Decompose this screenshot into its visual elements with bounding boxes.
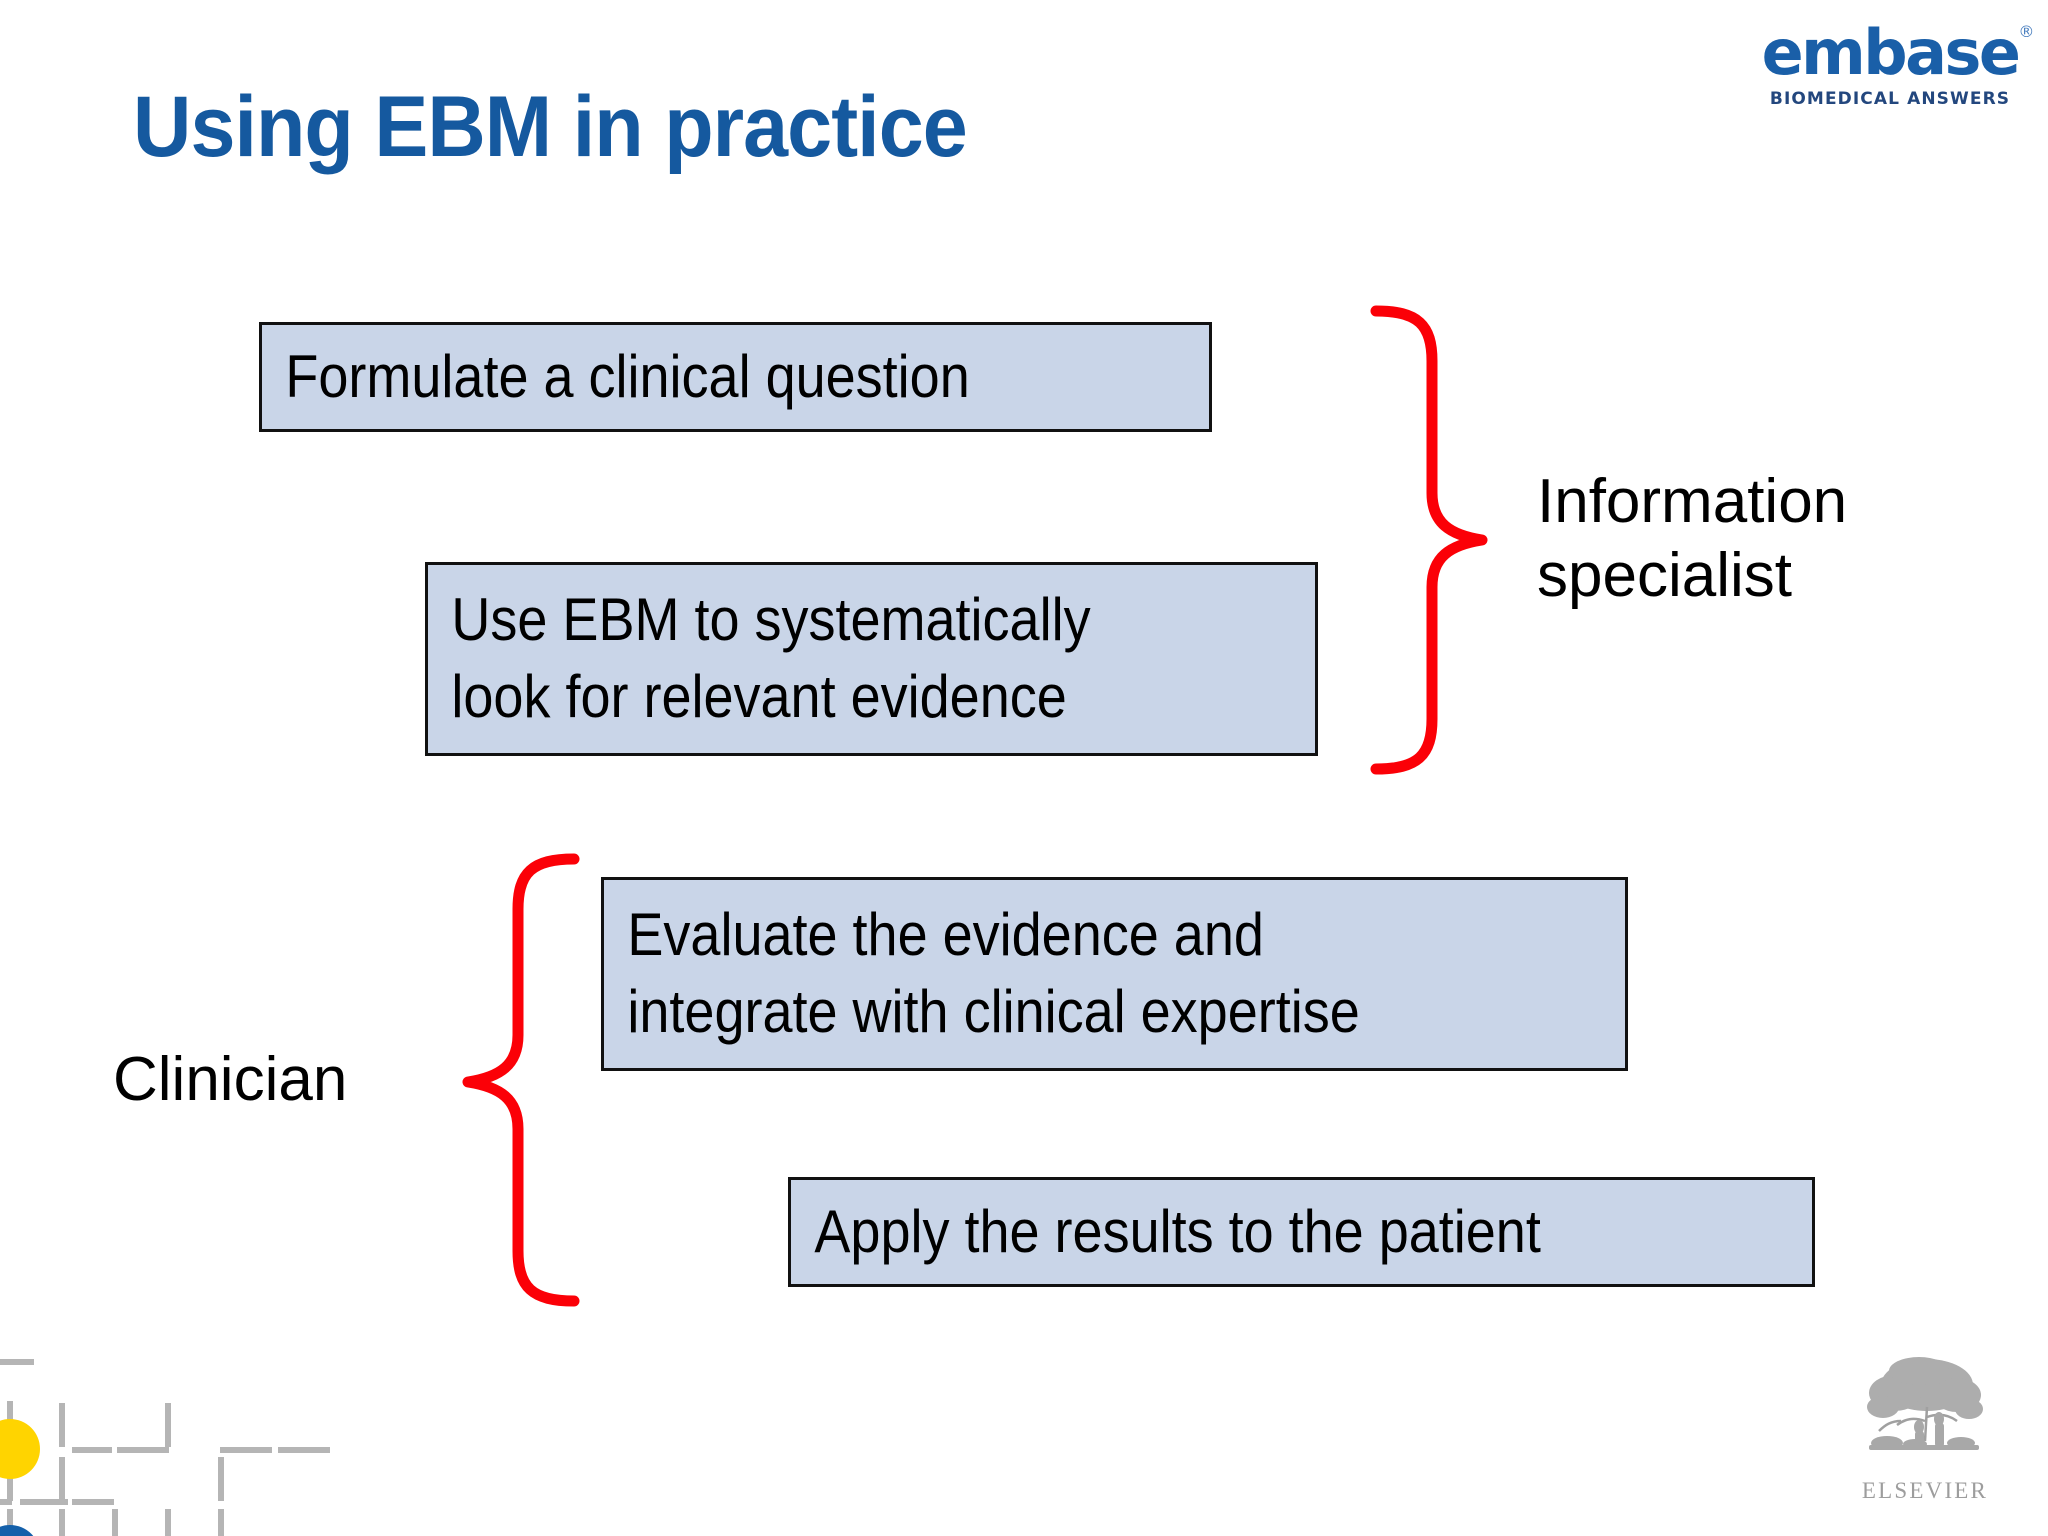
decorative-dot-yellow (0, 1419, 40, 1479)
process-step-formulate-label: Formulate a clinical question (285, 342, 970, 410)
grid-dash-v (59, 1457, 65, 1501)
grid-dash-h (0, 1499, 12, 1505)
grid-dash-v (59, 1509, 65, 1536)
grid-dash-h (72, 1499, 114, 1505)
page-title: Using EBM in practice (133, 79, 968, 175)
grid-dash-v (7, 1457, 13, 1501)
process-step-apply: Apply the results to the patient (788, 1177, 1815, 1287)
grid-dash-h (117, 1447, 169, 1453)
left-curly-brace-icon (462, 853, 580, 1307)
decorative-dot-blue (0, 1525, 40, 1536)
process-step-evaluate: Evaluate the evidence and integrate with… (601, 877, 1628, 1071)
process-step-evaluate-label: Evaluate the evidence and integrate with… (627, 901, 1360, 1045)
grid-dash-h (20, 1499, 68, 1505)
registered-trademark-icon: ® (2018, 22, 2035, 41)
grid-dash-v (112, 1509, 118, 1536)
grid-dash-h (278, 1447, 330, 1453)
decorative-dot-grid (0, 1353, 334, 1536)
elsevier-logo: ELSEVIER (1855, 1355, 1995, 1504)
grid-dash-v (165, 1403, 171, 1447)
process-step-apply-label: Apply the results to the patient (814, 1197, 1541, 1265)
embase-wordmark-label: embase (1761, 16, 2021, 89)
role-label-information-specialist: Information specialist (1537, 467, 1848, 611)
elsevier-tree-icon (1867, 1357, 1983, 1450)
elsevier-wordmark-label: ELSEVIER (1861, 1478, 1989, 1503)
grid-dash-h (220, 1447, 272, 1453)
process-step-use-ebm: Use EBM to systematically look for relev… (425, 562, 1318, 756)
grid-dash-v (165, 1509, 171, 1536)
embase-logo: embase® BIOMEDICAL ANSWERS (1745, 22, 2035, 110)
grid-dash-h (72, 1447, 112, 1453)
grid-dash-h (0, 1359, 34, 1365)
right-curly-brace-icon (1370, 305, 1488, 775)
role-label-clinician: Clinician (113, 1045, 348, 1114)
process-step-use-ebm-label: Use EBM to systematically look for relev… (451, 586, 1091, 730)
grid-dash-v (7, 1509, 13, 1536)
process-step-formulate: Formulate a clinical question (259, 322, 1212, 432)
grid-dash-v (59, 1403, 65, 1447)
embase-wordmark-text: embase® (1762, 22, 2035, 84)
grid-dash-v (218, 1457, 224, 1501)
embase-tagline: BIOMEDICAL ANSWERS (1769, 89, 2011, 109)
grid-dash-v (218, 1509, 224, 1536)
